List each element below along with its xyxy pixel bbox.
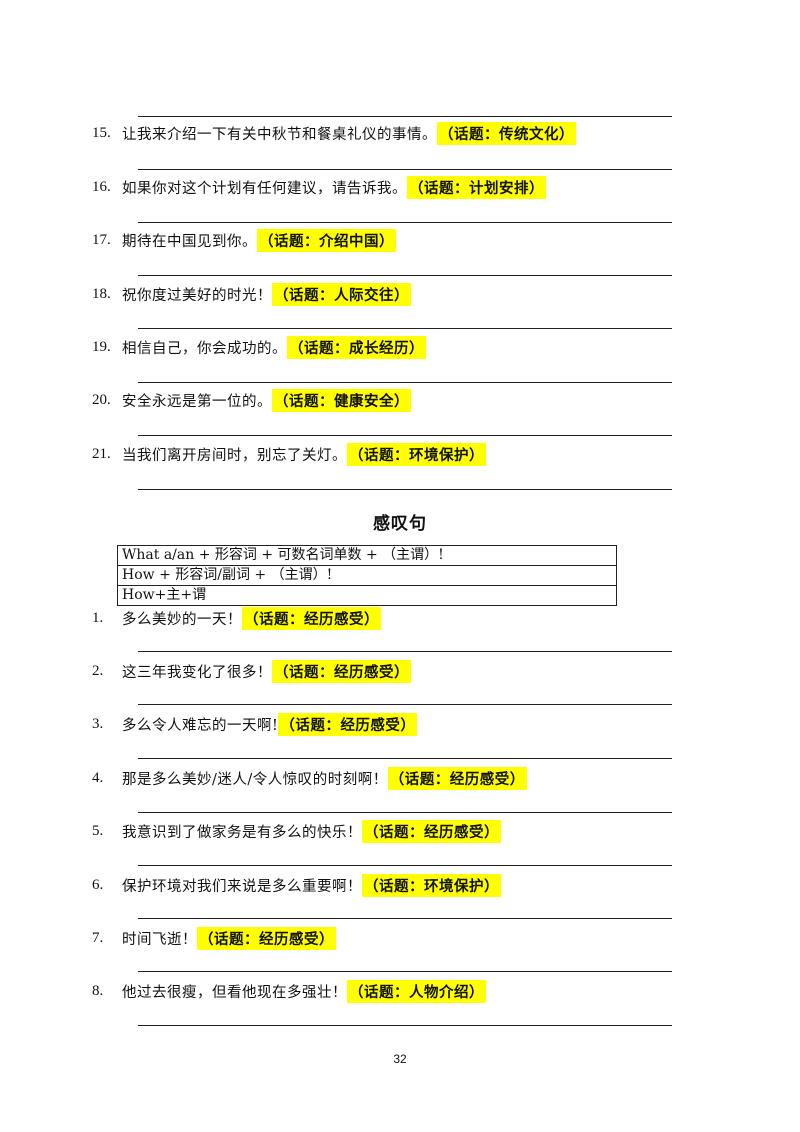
item-text: 期待在中国见到你。 bbox=[122, 233, 257, 250]
sentence-item: 18. 祝你度过美好的时光！ （话题：人际交往） bbox=[92, 281, 411, 307]
topic-tag: （话题：人物介绍） bbox=[347, 979, 486, 1003]
answer-line bbox=[138, 489, 672, 490]
answer-line bbox=[138, 382, 672, 383]
page-number: 32 bbox=[393, 1052, 407, 1066]
item-number: 3. bbox=[92, 715, 104, 732]
table-row: How+主+谓 bbox=[117, 585, 617, 606]
item-text: 保护环境对我们来说是多么重要啊！ bbox=[122, 878, 362, 895]
item-number: 5. bbox=[92, 822, 104, 839]
item-text: 祝你度过美好的时光！ bbox=[122, 287, 272, 304]
item-number: 8. bbox=[92, 982, 104, 999]
item-text: 相信自己，你会成功的。 bbox=[122, 340, 287, 357]
item-number: 4. bbox=[92, 769, 104, 786]
item-text: 他过去很瘦，但看他现在多强壮！ bbox=[122, 984, 347, 1001]
sentence-item: 6. 保护环境对我们来说是多么重要啊！ （话题：环境保护） bbox=[92, 872, 501, 898]
sentence-item: 5. 我意识到了做家务是有多么的快乐！ （话题：经历感受） bbox=[92, 818, 501, 844]
topic-tag: （话题：经历感受） bbox=[242, 606, 381, 630]
answer-line bbox=[138, 435, 672, 436]
sentence-item: 8. 他过去很瘦，但看他现在多强壮！ （话题：人物介绍） bbox=[92, 978, 486, 1004]
sentence-item: 1. 多么美妙的一天！ （话题：经历感受） bbox=[92, 605, 381, 631]
item-number: 21. bbox=[92, 445, 111, 462]
item-text: 安全永远是第一位的。 bbox=[122, 393, 272, 410]
item-text: 我意识到了做家务是有多么的快乐！ bbox=[122, 824, 362, 841]
item-number: 1. bbox=[92, 609, 104, 626]
topic-tag: （话题：经历感受） bbox=[272, 659, 411, 683]
sentence-item: 16. 如果你对这个计划有任何建议，请告诉我。 （话题：计划安排） bbox=[92, 174, 546, 200]
item-text: 多么令人难忘的一天啊! bbox=[122, 717, 279, 734]
section-title: 感叹句 bbox=[373, 514, 427, 534]
topic-tag: （话题：健康安全） bbox=[272, 388, 411, 412]
topic-tag: （话题：经历感受） bbox=[278, 712, 418, 736]
sentence-item: 19. 相信自己，你会成功的。 （话题：成长经历） bbox=[92, 334, 426, 360]
topic-tag: （话题：介绍中国） bbox=[257, 228, 396, 252]
item-number: 19. bbox=[92, 338, 111, 355]
answer-line bbox=[138, 116, 672, 117]
answer-line bbox=[138, 704, 672, 705]
topic-tag: （话题：计划安排） bbox=[407, 175, 546, 199]
formula-cell: How + 形容词/副词 + （主谓）! bbox=[117, 565, 617, 586]
sentence-item: 21. 当我们离开房间时，别忘了关灯。 （话题：环境保护） bbox=[92, 441, 486, 467]
sentence-item: 7. 时间飞逝！ （话题：经历感受） bbox=[92, 925, 336, 951]
answer-line bbox=[138, 1025, 672, 1026]
answer-line bbox=[138, 275, 672, 276]
item-text: 这三年我变化了很多！ bbox=[122, 664, 272, 681]
item-text: 多么美妙的一天！ bbox=[122, 611, 242, 628]
answer-line bbox=[138, 651, 672, 652]
topic-tag: （话题：成长经历） bbox=[287, 335, 426, 359]
answer-line bbox=[138, 918, 672, 919]
sentence-item: 15. 让我来介绍一下有关中秋节和餐桌礼仪的事情。 （话题：传统文化） bbox=[92, 120, 576, 146]
sentence-item: 17. 期待在中国见到你。 （话题：介绍中国） bbox=[92, 227, 396, 253]
table-row: How + 形容词/副词 + （主谓）! bbox=[117, 565, 617, 586]
item-text: 那是多么美妙/迷人/令人惊叹的时刻啊！ bbox=[122, 771, 388, 788]
sentence-item: 2. 这三年我变化了很多！ （话题：经历感受） bbox=[92, 658, 411, 684]
topic-tag: （话题：经历感受） bbox=[197, 926, 336, 950]
topic-tag: （话题：传统文化） bbox=[437, 121, 576, 145]
answer-line bbox=[138, 222, 672, 223]
item-number: 20. bbox=[92, 391, 111, 408]
answer-line bbox=[138, 971, 672, 972]
item-number: 16. bbox=[92, 178, 111, 195]
topic-tag: （话题：环境保护） bbox=[347, 442, 486, 466]
item-number: 18. bbox=[92, 285, 111, 302]
item-text: 当我们离开房间时，别忘了关灯。 bbox=[122, 447, 347, 464]
answer-line bbox=[138, 758, 672, 759]
formula-cell: How+主+谓 bbox=[117, 585, 617, 606]
table-row: What a/an + 形容词 + 可数名词单数 + （主谓）! bbox=[117, 545, 617, 566]
item-number: 6. bbox=[92, 876, 104, 893]
topic-tag: （话题：环境保护） bbox=[362, 873, 501, 897]
sentence-item: 3. 多么令人难忘的一天啊! （话题：经历感受） bbox=[92, 711, 418, 737]
item-text: 时间飞逝！ bbox=[122, 931, 197, 948]
formula-cell: What a/an + 形容词 + 可数名词单数 + （主谓）! bbox=[117, 545, 617, 566]
item-text: 如果你对这个计划有任何建议，请告诉我。 bbox=[122, 180, 407, 197]
answer-line bbox=[138, 328, 672, 329]
topic-tag: （话题：人际交往） bbox=[272, 282, 411, 306]
sentence-item: 20. 安全永远是第一位的。 （话题：健康安全） bbox=[92, 387, 411, 413]
sentence-item: 4. 那是多么美妙/迷人/令人惊叹的时刻啊！ （话题：经历感受） bbox=[92, 765, 527, 791]
answer-line bbox=[138, 169, 672, 170]
topic-tag: （话题：经历感受） bbox=[362, 819, 501, 843]
answer-line bbox=[138, 812, 672, 813]
item-number: 7. bbox=[92, 929, 104, 946]
item-number: 15. bbox=[92, 124, 111, 141]
item-number: 2. bbox=[92, 662, 104, 679]
item-text: 让我来介绍一下有关中秋节和餐桌礼仪的事情。 bbox=[122, 126, 437, 143]
item-number: 17. bbox=[92, 231, 111, 248]
topic-tag: （话题：经历感受） bbox=[387, 766, 527, 790]
answer-line bbox=[138, 865, 672, 866]
formula-table: What a/an + 形容词 + 可数名词单数 + （主谓）! How + 形… bbox=[117, 545, 617, 606]
